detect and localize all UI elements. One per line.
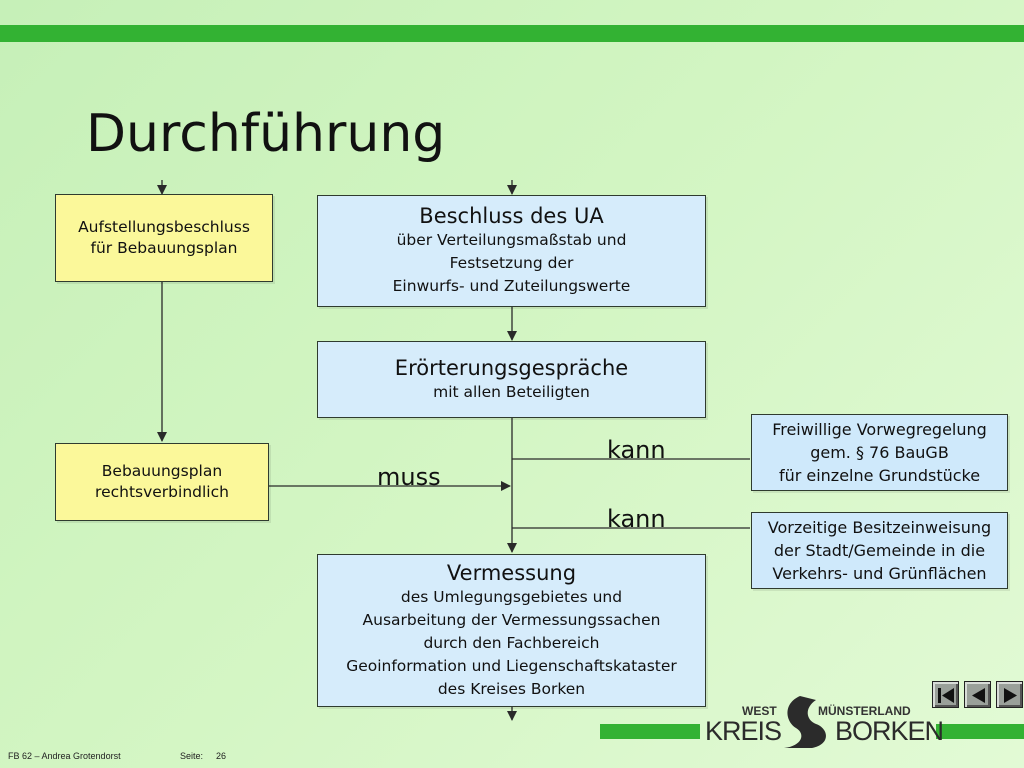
logo-bar-left (600, 724, 700, 739)
logo-muensterland: MÜNSTERLAND (818, 704, 911, 718)
label-kann-freiwillig: kann (607, 436, 666, 464)
footer-page-number: 26 (216, 751, 227, 761)
box-beschluss-ua: Beschluss des UA über Verteilungsmaßstab… (317, 195, 706, 307)
page-title: Durchführung (86, 104, 446, 164)
first-slide-icon (938, 688, 954, 703)
label-kann-vorzeitig: kann (607, 505, 666, 533)
box-vorzeitige-besitzeinweisung: Vorzeitige Besitzeinweisung der Stadt/Ge… (751, 512, 1008, 589)
label-muss: muss (377, 463, 441, 491)
previous-slide-button[interactable] (964, 681, 991, 708)
next-slide-icon (1004, 688, 1017, 703)
box-freiwillige-vorwegregelung: Freiwillige Vorwegregelung gem. § 76 Bau… (751, 414, 1008, 491)
box-vermessung: Vermessung des Umlegungsgebietes und Aus… (317, 554, 706, 707)
footer-seite-label: Seite: (180, 751, 204, 761)
box-eroerterungsgespraeche-heading: Erörterungsgespräche (394, 355, 629, 380)
logo-s-swoosh-icon (784, 696, 826, 748)
box-beschluss-ua-heading: Beschluss des UA (419, 204, 604, 228)
footer-author: FB 62 – Andrea Grotendorst (8, 751, 121, 761)
logo-borken: BORKEN (835, 716, 944, 746)
box-bebauungsplan-text: Bebauungsplan rechtsverbindlich (95, 462, 229, 501)
box-aufstellungsbeschluss: Aufstellungsbeschluss für Bebauungsplan (55, 194, 273, 282)
box-bebauungsplan: Bebauungsplan rechtsverbindlich (55, 443, 269, 521)
box-eroerterungsgespraeche: Erörterungsgespräche mit allen Beteiligt… (317, 341, 706, 418)
logo-west: WEST (742, 704, 777, 718)
box-eroerterungsgespraeche-text: mit allen Beteiligten (433, 382, 590, 401)
box-vorzeitige-besitzeinweisung-text: Vorzeitige Besitzeinweisung der Stadt/Ge… (767, 518, 992, 583)
box-beschluss-ua-text: über Verteilungsmaßstab und Festsetzung … (392, 231, 631, 295)
box-vermessung-heading: Vermessung (446, 560, 577, 585)
box-vermessung-text: des Umlegungsgebietes und Ausarbeitung d… (346, 587, 677, 698)
first-slide-button[interactable] (932, 681, 959, 708)
previous-slide-icon (972, 688, 985, 703)
logo-kreis: KREIS (705, 716, 782, 746)
logo-bar-right (936, 724, 1024, 739)
box-aufstellungsbeschluss-text: Aufstellungsbeschluss für Bebauungsplan (78, 218, 250, 257)
next-slide-button[interactable] (996, 681, 1023, 708)
top-green-bar (0, 25, 1024, 42)
box-freiwillige-vorwegregelung-text: Freiwillige Vorwegregelung gem. § 76 Bau… (772, 420, 987, 485)
